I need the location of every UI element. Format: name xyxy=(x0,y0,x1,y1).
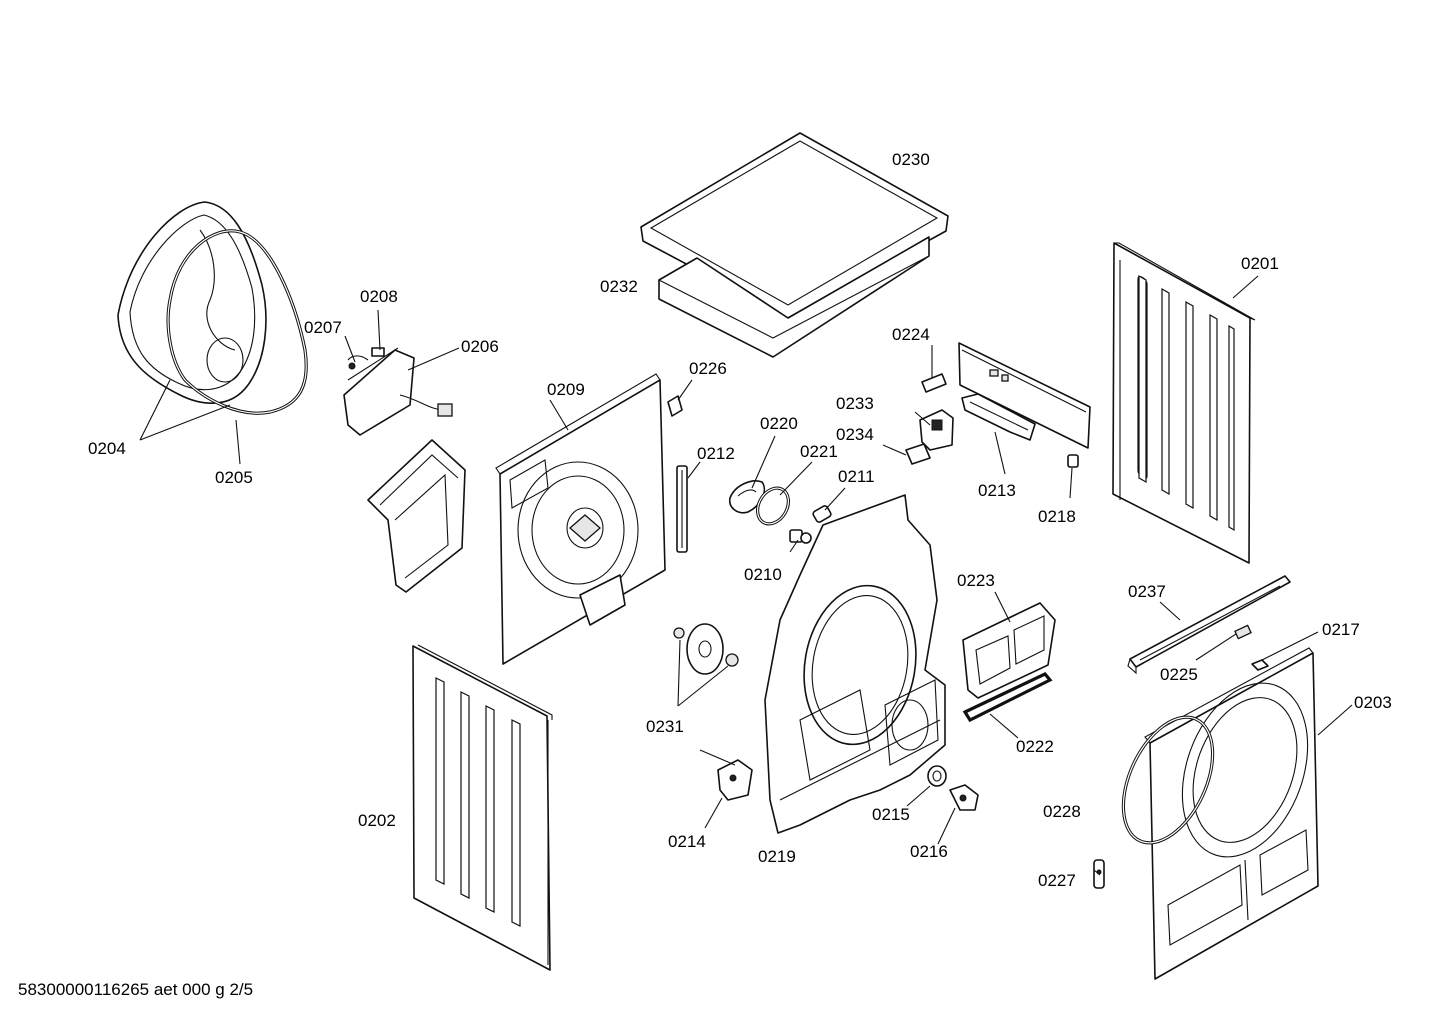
part-0216-plug xyxy=(949,784,979,811)
part-0225-clip xyxy=(1234,624,1252,640)
part-0217-hinge-bracket xyxy=(1251,659,1269,671)
part-0204-rear-shield xyxy=(117,201,267,404)
callout-0219: 0219 xyxy=(758,847,796,866)
callout-0228: 0228 xyxy=(1043,802,1081,821)
callout-0227: 0227 xyxy=(1038,871,1076,890)
callout-0208: 0208 xyxy=(360,287,398,306)
part-0228-door-seal xyxy=(1121,715,1215,845)
part-0226-clip xyxy=(667,395,683,417)
part-0205-seal-ring xyxy=(166,229,308,415)
callout-0210: 0210 xyxy=(744,565,782,584)
part-0212-hinge-strip xyxy=(676,465,688,553)
callout-0215: 0215 xyxy=(872,805,910,824)
callout-0231: 0231 xyxy=(646,717,684,736)
callout-0220: 0220 xyxy=(760,414,798,433)
callout-0230: 0230 xyxy=(892,150,930,169)
callout-labels: 0230 0232 0201 0208 0207 0206 0224 0226 … xyxy=(88,150,1392,890)
callout-0232: 0232 xyxy=(600,277,638,296)
callout-0224: 0224 xyxy=(892,325,930,344)
callout-0225: 0225 xyxy=(1160,665,1198,684)
document-id: 58300000116265 aet 000 g 2/5 xyxy=(18,980,254,999)
callout-0201: 0201 xyxy=(1241,254,1279,273)
part-0215-knob xyxy=(927,765,947,787)
callout-0218: 0218 xyxy=(1038,507,1076,526)
part-0237-front-rail xyxy=(1127,575,1291,675)
part-0213-key-strip xyxy=(961,393,1036,441)
leader-lines xyxy=(139,275,1353,876)
part-0206-module xyxy=(343,347,453,436)
part-0218-clip xyxy=(1067,454,1079,468)
part-0210-connector xyxy=(789,529,812,544)
part-0207-cable xyxy=(347,355,369,370)
part-0234-switch xyxy=(905,443,931,465)
part-0232-insulation-pad xyxy=(658,236,930,358)
callout-0202: 0202 xyxy=(358,811,396,830)
callout-0234: 0234 xyxy=(836,425,874,444)
part-0208-clip xyxy=(371,347,385,357)
callout-0211: 0211 xyxy=(838,467,875,486)
part-0209-rear-panel xyxy=(495,373,666,665)
part-0233-door-lock xyxy=(919,409,954,451)
callout-0233: 0233 xyxy=(836,394,874,413)
callout-0226: 0226 xyxy=(689,359,727,378)
callout-0217: 0217 xyxy=(1322,620,1360,639)
part-0219-front-frame xyxy=(764,494,946,834)
callout-0207: 0207 xyxy=(304,318,342,337)
callout-0213: 0213 xyxy=(978,481,1016,500)
callout-0205: 0205 xyxy=(215,468,253,487)
callout-0203: 0203 xyxy=(1354,693,1392,712)
part-0223-filter-housing xyxy=(962,602,1056,699)
part-0201-side-panel-right xyxy=(1112,242,1256,564)
callout-0212: 0212 xyxy=(697,444,735,463)
part-0203-front-panel xyxy=(1144,647,1319,980)
part-0211-sensor xyxy=(812,505,832,523)
callout-0206: 0206 xyxy=(461,337,499,356)
part-0202-side-panel-left xyxy=(412,644,553,971)
callout-0209: 0209 xyxy=(547,380,585,399)
part-air-duct xyxy=(367,439,466,593)
callout-0214: 0214 xyxy=(668,832,706,851)
part-0213-control-board xyxy=(958,342,1091,449)
part-0231-support-roller xyxy=(673,623,739,675)
callout-0237: 0237 xyxy=(1128,582,1166,601)
part-0222-filter-seal xyxy=(962,672,1053,723)
callout-0204: 0204 xyxy=(88,439,126,458)
callout-0221: 0221 xyxy=(800,442,838,461)
part-0214-bracket xyxy=(717,759,753,801)
callout-0216: 0216 xyxy=(910,842,948,861)
callout-0222: 0222 xyxy=(1016,737,1054,756)
part-0221-gasket xyxy=(755,486,791,526)
part-0224-switch xyxy=(921,373,947,393)
callout-0223: 0223 xyxy=(957,571,995,590)
